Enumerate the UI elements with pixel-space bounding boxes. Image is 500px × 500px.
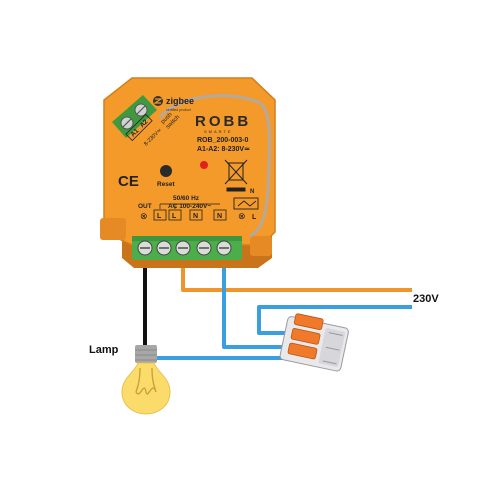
lever-connector [279,313,349,372]
model-number: ROB_200-003-0 [197,137,248,144]
neutral-device-wire [222,257,290,349]
robb-logo: ROBB [195,113,251,130]
reset-label: Reset [157,181,176,188]
lamp-glass [121,362,171,415]
lever-2 [290,328,321,345]
reset-button[interactable] [160,165,172,177]
neutral-mains-wire [257,305,412,335]
a1-label: A1 [129,127,140,138]
a2-label: A2 [139,118,150,129]
mount-ear-right [250,236,272,256]
ce-mark: CE [118,173,139,190]
terminal-n2: N [217,213,222,220]
lever-3 [287,342,318,360]
weee-n-label: N [250,189,254,195]
zigbee-sub: certified product [166,108,191,112]
terminal-l1: L [157,213,162,220]
out-label: OUT [138,203,152,210]
ac-range: AC 100-240V~ [168,203,211,210]
output-symbol-icon: ⊗ [140,211,148,221]
relay-symbol-icon [233,197,259,210]
frequency: 50/60 Hz [173,195,200,202]
lamp-label: Lamp [89,344,119,356]
mount-ear-left [100,218,126,240]
lever-1 [293,313,324,331]
robb-logo-sub: SMARTE [204,129,233,134]
a1a2-rating: A1-A2: 8-230V≃ [197,146,250,153]
terminal-labels: L L N N [153,203,227,221]
terminal-n1: N [193,213,198,220]
terminal-screws [137,240,232,256]
right-terminal-l: L [252,214,257,221]
terminal-l2: L [172,213,177,220]
zigbee-brand: zigbee [166,96,194,106]
right-symbol-icon: ⊗ [238,211,246,221]
mains-voltage-label: 230V [413,293,439,305]
relay-module: zigbee certified product A1 A2 8-230V≃ p… [100,77,276,268]
push-switch-terminal [112,95,157,138]
weee-bin-icon [224,159,248,192]
antenna-wire [158,94,271,238]
lamp-bulb-icon [121,345,171,415]
status-led [200,161,208,169]
